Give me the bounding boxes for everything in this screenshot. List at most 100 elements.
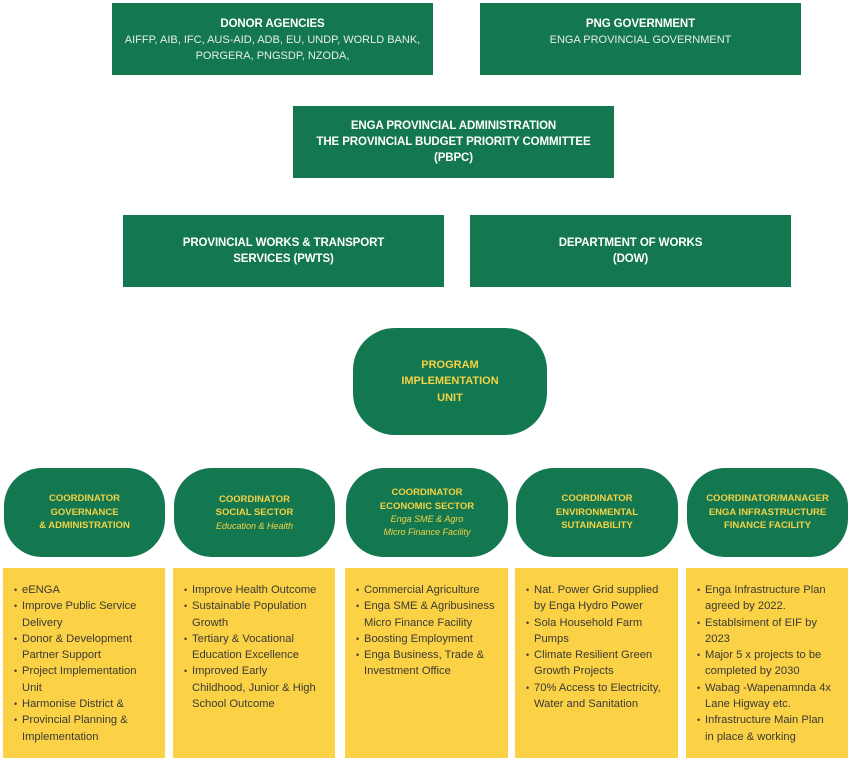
provincial-administration-line3: (PBPC)	[433, 152, 473, 164]
coordinator-subtitle-line: Micro Finance Facility	[383, 527, 471, 537]
list-item-line: Commercial Agriculture	[364, 584, 480, 596]
list-item-line: Improved Early	[192, 665, 268, 678]
list-item-line: in place & working	[705, 730, 796, 743]
list-item-line: Investment Office	[364, 665, 451, 678]
list-item-line: Implementation	[22, 730, 99, 743]
list-item-line: Harmonise District &	[22, 698, 124, 711]
list-item-line: Provincial Planning &	[22, 714, 128, 727]
donor-agencies-title: DONOR AGENCIES	[220, 18, 325, 30]
coordinator-title-line: & ADMINISTRATION	[39, 520, 130, 532]
list-item-line: agreed by 2022.	[705, 600, 786, 613]
coordinator-title-line: COORDINATOR	[49, 493, 120, 505]
list-item-line: Enga Business, Trade &	[364, 649, 485, 662]
piu-line2: IMPLEMENTATION	[401, 375, 499, 388]
list-item-line: Delivery	[22, 616, 63, 629]
png-government-title: PNG GOVERNMENT	[585, 18, 696, 30]
png-government-box: PNG GOVERNMENT ENGA PROVINCIAL GOVERNMEN…	[480, 3, 801, 75]
list-item-line: eENGA	[22, 584, 60, 596]
list-item-line: Donor & Development	[22, 632, 133, 645]
list-item-line: Micro Finance Facility	[364, 616, 473, 629]
list-item: Nat. Power Grid supplied by Enga Hydro Po…	[526, 582, 670, 615]
list-item: Harmonise District &	[14, 696, 157, 713]
donor-agencies-list-line1: AIFFP, AIB, IFC, AUS-AID, ADB, EU, UNDP,…	[124, 34, 421, 46]
dow-line2: (DOW)	[612, 253, 649, 265]
png-government-subtitle: ENGA PROVINCIAL GOVERNMENT	[549, 34, 732, 46]
bullet-list: Commercial AgricultureEnga SME & Agribus…	[356, 582, 500, 680]
coordinator-title-line: COORDINATOR	[219, 493, 290, 505]
list-item-line: Boosting Employment	[364, 632, 473, 645]
list-item-line: Lane Higway etc.	[705, 698, 791, 711]
coordinator-title-line: GOVERNANCE	[50, 506, 119, 518]
list-item-line: Improve Public Service	[22, 600, 137, 613]
pwts-line1: PROVINCIAL WORKS & TRANSPORT	[182, 237, 385, 249]
list-item: 70% Access to Electricity,Water and Sani…	[526, 680, 670, 713]
list-item: Wabag -Wapenamnda 4x Lane Higway etc.	[697, 680, 840, 713]
coordinator-title-line: ENGA INFRASTRUCTURE	[708, 506, 827, 518]
list-item-line: Sustainable Population	[192, 600, 307, 613]
list-item: Improve Health Outcome	[184, 582, 327, 599]
list-item-line: Infrastructure Main Plan	[705, 714, 824, 727]
list-item-line: Wabag -Wapenamnda 4x	[705, 681, 832, 694]
list-item: Infrastructure Main Plan in place & worki…	[697, 712, 840, 745]
dow-line1: DEPARTMENT OF WORKS	[558, 237, 703, 249]
list-item: Enga Business, Trade & Investment Office	[356, 647, 500, 680]
list-item-line: by Enga Hydro Power	[534, 600, 643, 613]
list-item-line: Establsiment of EIF by	[705, 616, 817, 629]
list-item: Establsiment of EIF by 2023	[697, 615, 840, 648]
coordinator-title-line: ENVIRONMENTAL	[555, 506, 639, 518]
coordinator-economic-card: Commercial AgricultureEnga SME & Agribus…	[345, 568, 508, 758]
coordinator-title-line: ECONOMIC SECTOR	[379, 500, 475, 512]
coordinator-environmental-card: Nat. Power Grid supplied by Enga Hydro Po…	[515, 568, 678, 758]
pwts-line2: SERVICES (PWTS)	[233, 253, 334, 265]
bullet-list: Nat. Power Grid supplied by Enga Hydro Po…	[526, 582, 670, 713]
list-item-line: Major 5 x projects to be	[705, 649, 822, 662]
program-implementation-unit: PROGRAM IMPLEMENTATION UNIT	[353, 328, 547, 435]
list-item-line: Sola Household Farm	[534, 616, 643, 629]
bullet-list: Improve Health OutcomeSustainable Popula…	[184, 582, 327, 712]
provincial-administration-line1: ENGA PROVINCIAL ADMINISTRATION	[350, 120, 557, 132]
piu-line1: PROGRAM	[421, 358, 479, 371]
coordinator-subtitle-line: Enga SME & Agro	[390, 514, 464, 524]
list-item-line: 2023	[705, 632, 730, 645]
list-item-line: 70% Access to Electricity,	[534, 681, 661, 694]
pwts-box: PROVINCIAL WORKS & TRANSPORT SERVICES (P…	[123, 215, 444, 287]
list-item-line: Pumps	[534, 632, 569, 645]
piu-line3: UNIT	[437, 391, 463, 404]
provincial-administration-box: ENGA PROVINCIAL ADMINISTRATION THE PROVI…	[293, 106, 614, 178]
list-item: Commercial Agriculture	[356, 582, 500, 599]
list-item-line: Improve Health Outcome	[192, 584, 317, 596]
coordinator-title-line: SUTAINABILITY	[561, 520, 633, 532]
list-item-line: School Outcome	[192, 698, 275, 711]
dow-box: DEPARTMENT OF WORKS (DOW)	[470, 215, 791, 287]
provincial-administration-line2: THE PROVINCIAL BUDGET PRIORITY COMMITTEE	[316, 136, 591, 148]
list-item-line: Enga Infrastructure Plan	[705, 584, 826, 596]
donor-agencies-list-line2: PORGERA, PNGSDP, NZODA,	[195, 50, 350, 62]
list-item: eENGA	[14, 582, 157, 599]
list-item: Enga Infrastructure Plan agreed by 2022.	[697, 582, 840, 615]
list-item-line: Unit	[22, 681, 42, 694]
donor-agencies-box: DONOR AGENCIES AIFFP, AIB, IFC, AUS-AID,…	[112, 3, 433, 75]
list-item: Boosting Employment	[356, 631, 500, 648]
coordinator-social-card: Improve Health OutcomeSustainable Popula…	[173, 568, 335, 758]
bullet-list: eENGA Improve Public ServiceDeliveryDonor…	[14, 582, 157, 745]
coordinator-title-line: FINANCE FACILITY	[723, 520, 812, 532]
list-item-line: Growth	[192, 616, 229, 629]
coordinator-subtitle-line: Education & Health	[215, 520, 294, 531]
list-item-line: Nat. Power Grid supplied	[534, 584, 659, 596]
